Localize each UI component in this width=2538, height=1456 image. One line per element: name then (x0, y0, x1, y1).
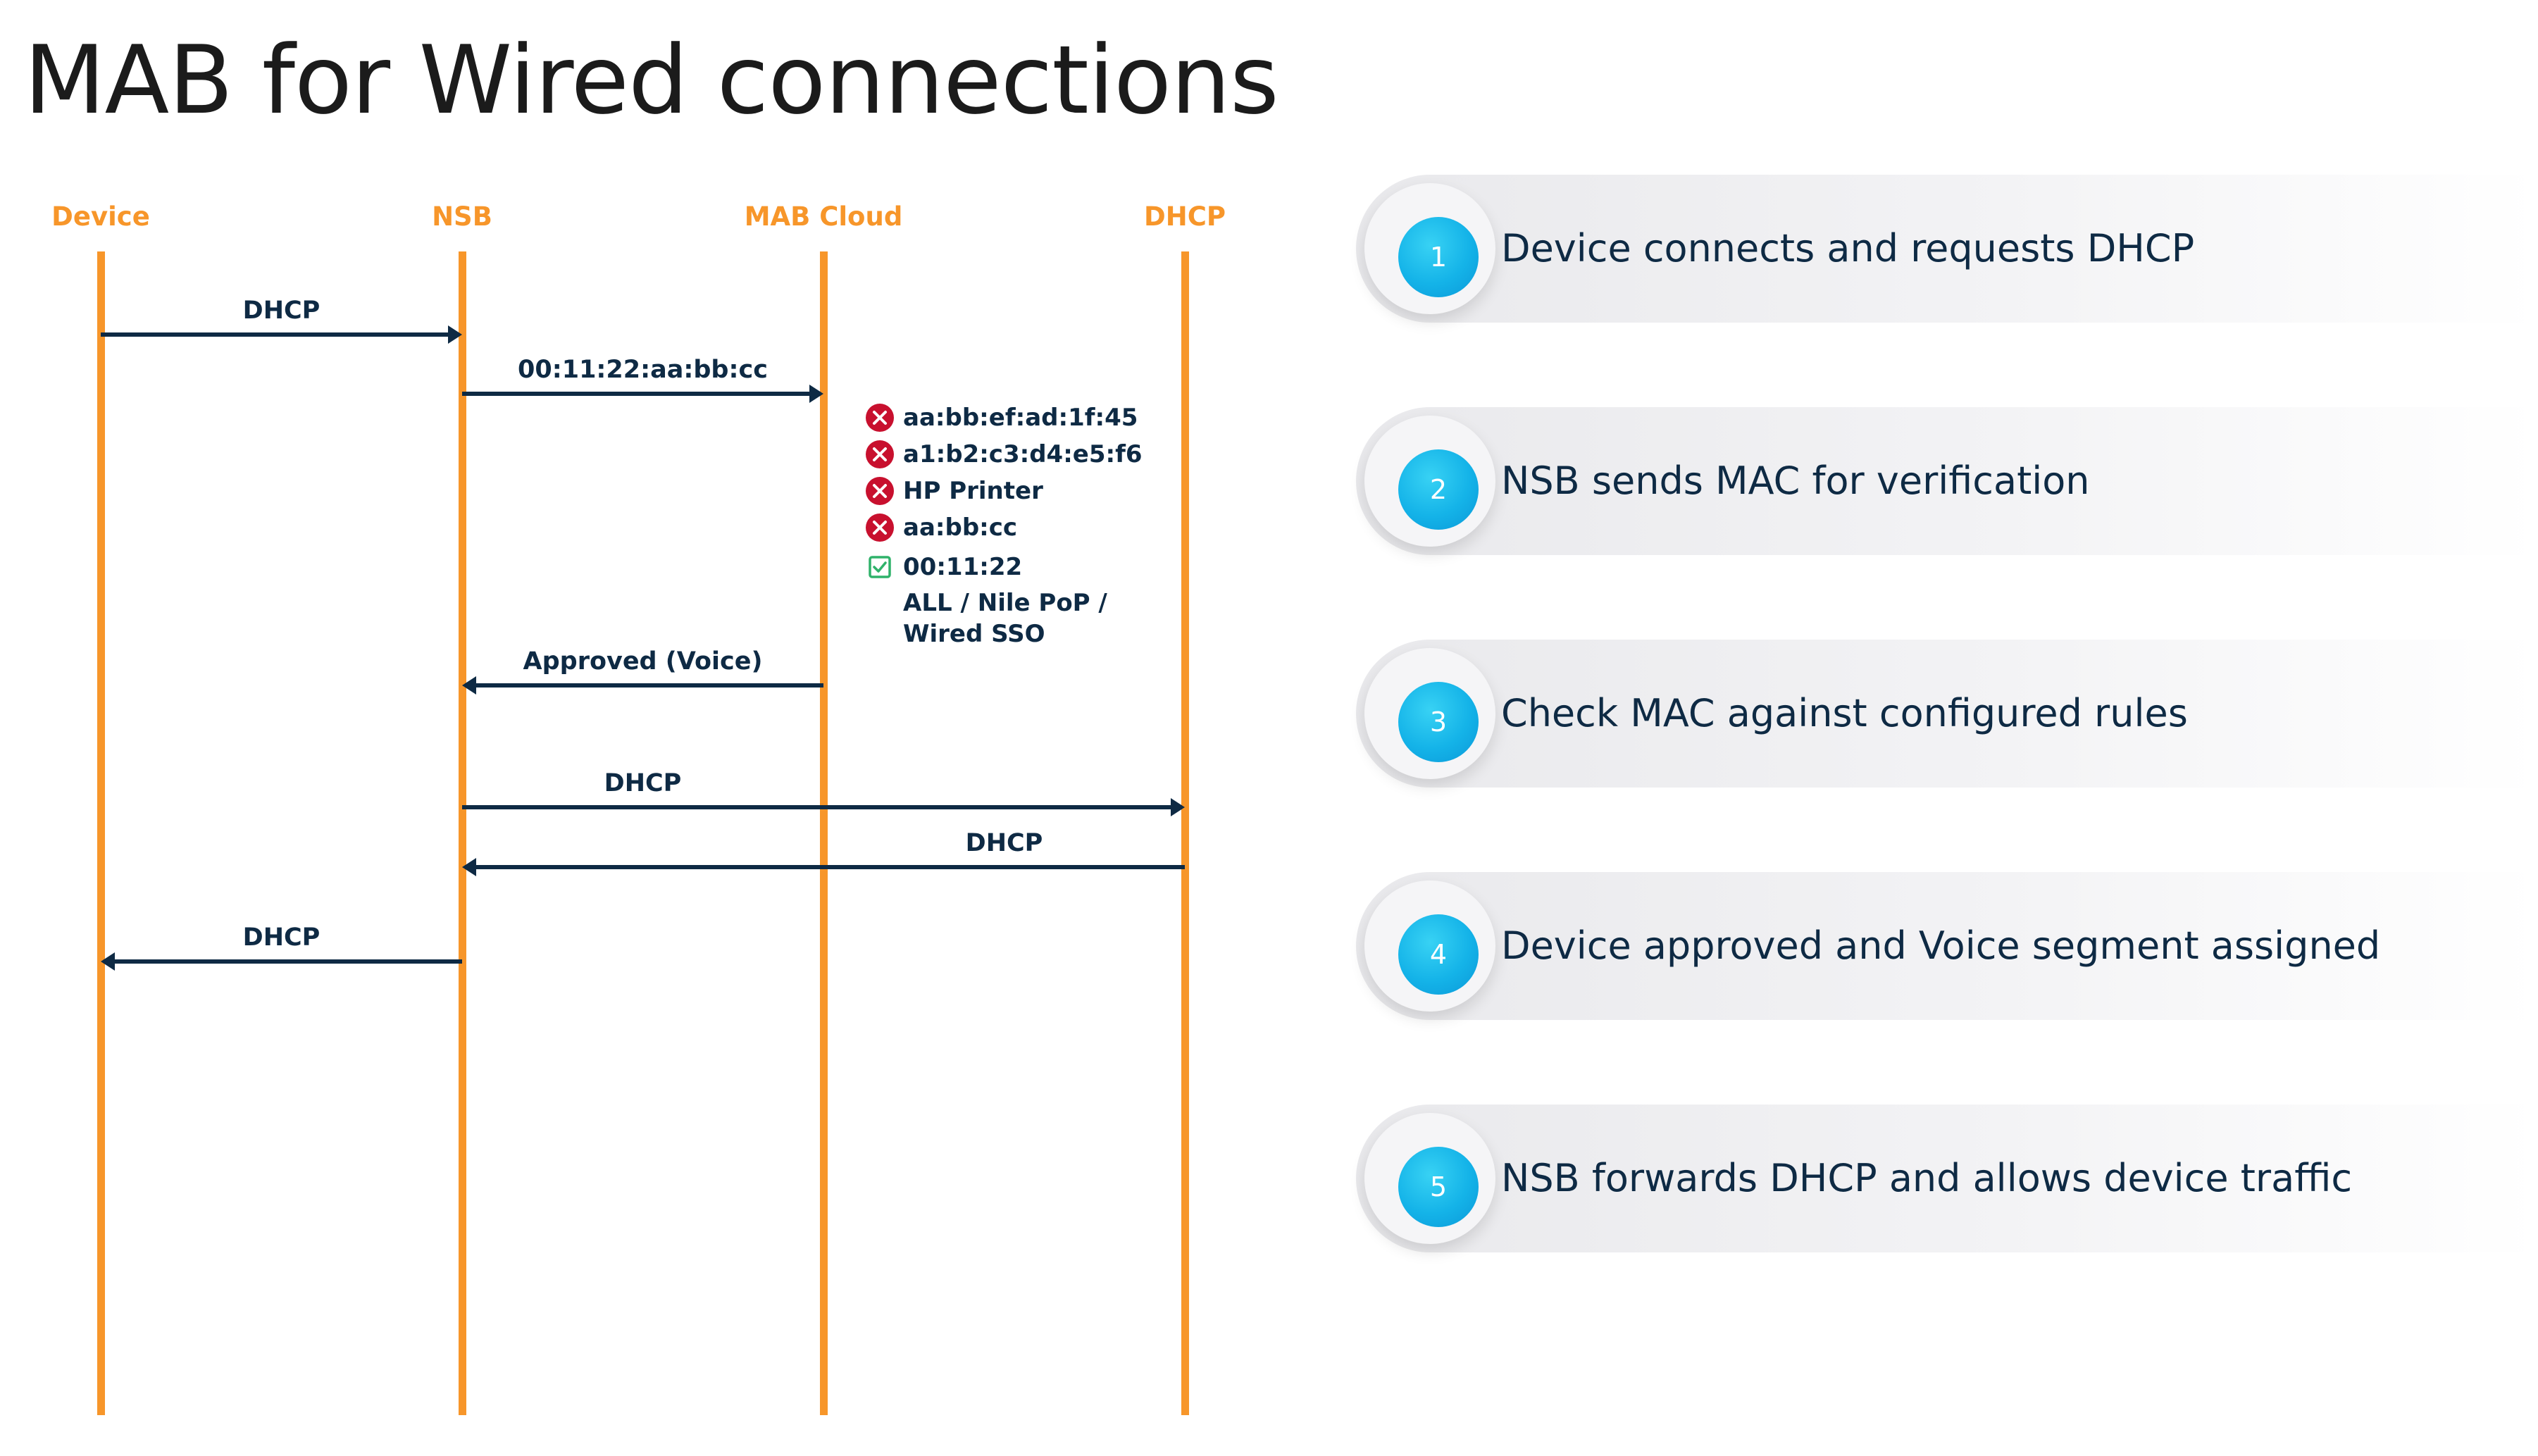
step-number: 2 (1398, 449, 1479, 530)
rule-item: HP Printer (865, 473, 1143, 509)
step-item-2: 2 NSB sends MAC for verification (1356, 407, 2538, 555)
lane-label-nsb: NSB (432, 201, 492, 232)
step-item-3: 3 Check MAC against configured rules (1356, 640, 2538, 788)
step-badge: 1 (1364, 183, 1495, 314)
rule-item-matched: 00:11:22 (865, 549, 1143, 585)
step-number: 5 (1398, 1147, 1479, 1227)
step-text: Check MAC against configured rules (1501, 691, 2188, 735)
rule-mac: a1:b2:c3:d4:e5:f6 (903, 440, 1143, 468)
arrow-nsb-to-device (101, 952, 462, 971)
message-label-dhcp-to-nsb: DHCP (965, 829, 1043, 857)
rule-segment-line: ALL / Nile PoP / (903, 589, 1107, 617)
rule-mac: aa:bb:ef:ad:1f:45 (903, 404, 1138, 432)
arrow-device-to-nsb (101, 325, 462, 344)
rule-mac: 00:11:22 (903, 553, 1023, 581)
step-badge: 3 (1364, 648, 1495, 779)
x-circle-icon (865, 513, 895, 542)
message-label-nsb-to-mab: 00:11:22:aa:bb:cc (518, 356, 768, 384)
x-circle-icon (865, 440, 895, 469)
arrowhead (462, 676, 476, 695)
arrowhead (462, 858, 476, 876)
lane-label-mab-cloud: MAB Cloud (744, 201, 903, 232)
arrowhead (448, 325, 462, 344)
arrow-nsb-to-dhcp (462, 798, 1185, 816)
rule-segment-detail: ALL / Nile PoP / Wired SSO (865, 587, 1143, 649)
arrowhead (809, 385, 823, 403)
rule-segment-line: Wired SSO (903, 620, 1045, 648)
message-label-nsb-to-device: DHCP (242, 923, 321, 952)
step-number: 1 (1398, 217, 1479, 297)
step-badge: 5 (1364, 1113, 1495, 1244)
step-text: Device connects and requests DHCP (1501, 226, 2195, 270)
lane-label-device: Device (51, 201, 150, 232)
checkbox-check-icon (865, 552, 895, 582)
step-text: NSB sends MAC for verification (1501, 459, 2090, 503)
page-title: MAB for Wired connections (24, 25, 1279, 135)
message-label-mab-to-nsb: Approved (Voice) (523, 647, 763, 676)
arrow-dhcp-to-nsb (462, 858, 1185, 876)
arrowhead (1171, 798, 1185, 816)
arrowhead (101, 952, 115, 971)
step-text: NSB forwards DHCP and allows device traf… (1501, 1156, 2353, 1200)
lane-label-dhcp: DHCP (1144, 201, 1226, 232)
lifeline-nsb (459, 251, 466, 1415)
x-circle-icon (865, 403, 895, 433)
step-badge: 2 (1364, 416, 1495, 547)
mab-rules-list: aa:bb:ef:ad:1f:45 a1:b2:c3:d4:e5:f6 HP P… (865, 400, 1143, 649)
rule-item: aa:bb:cc (865, 510, 1143, 545)
step-number: 3 (1398, 682, 1479, 762)
lifeline-dhcp (1181, 251, 1189, 1415)
arrow-nsb-to-mab (462, 385, 823, 403)
x-circle-icon (865, 476, 895, 506)
step-item-4: 4 Device approved and Voice segment assi… (1356, 872, 2538, 1020)
message-label-nsb-to-dhcp: DHCP (604, 769, 682, 797)
rule-item: a1:b2:c3:d4:e5:f6 (865, 437, 1143, 472)
lifeline-mab-cloud (820, 251, 828, 1415)
step-item-5: 5 NSB forwards DHCP and allows device tr… (1356, 1105, 2538, 1252)
arrow-mab-to-nsb (462, 676, 823, 695)
lifeline-device (97, 251, 105, 1415)
rule-item: aa:bb:ef:ad:1f:45 (865, 400, 1143, 435)
step-number: 4 (1398, 914, 1479, 995)
rule-name: HP Printer (903, 477, 1043, 505)
step-badge: 4 (1364, 881, 1495, 1012)
rule-mac: aa:bb:cc (903, 514, 1018, 542)
step-text: Device approved and Voice segment assign… (1501, 923, 2381, 968)
message-label-device-to-nsb: DHCP (242, 297, 321, 325)
step-item-1: 1 Device connects and requests DHCP (1356, 175, 2538, 323)
